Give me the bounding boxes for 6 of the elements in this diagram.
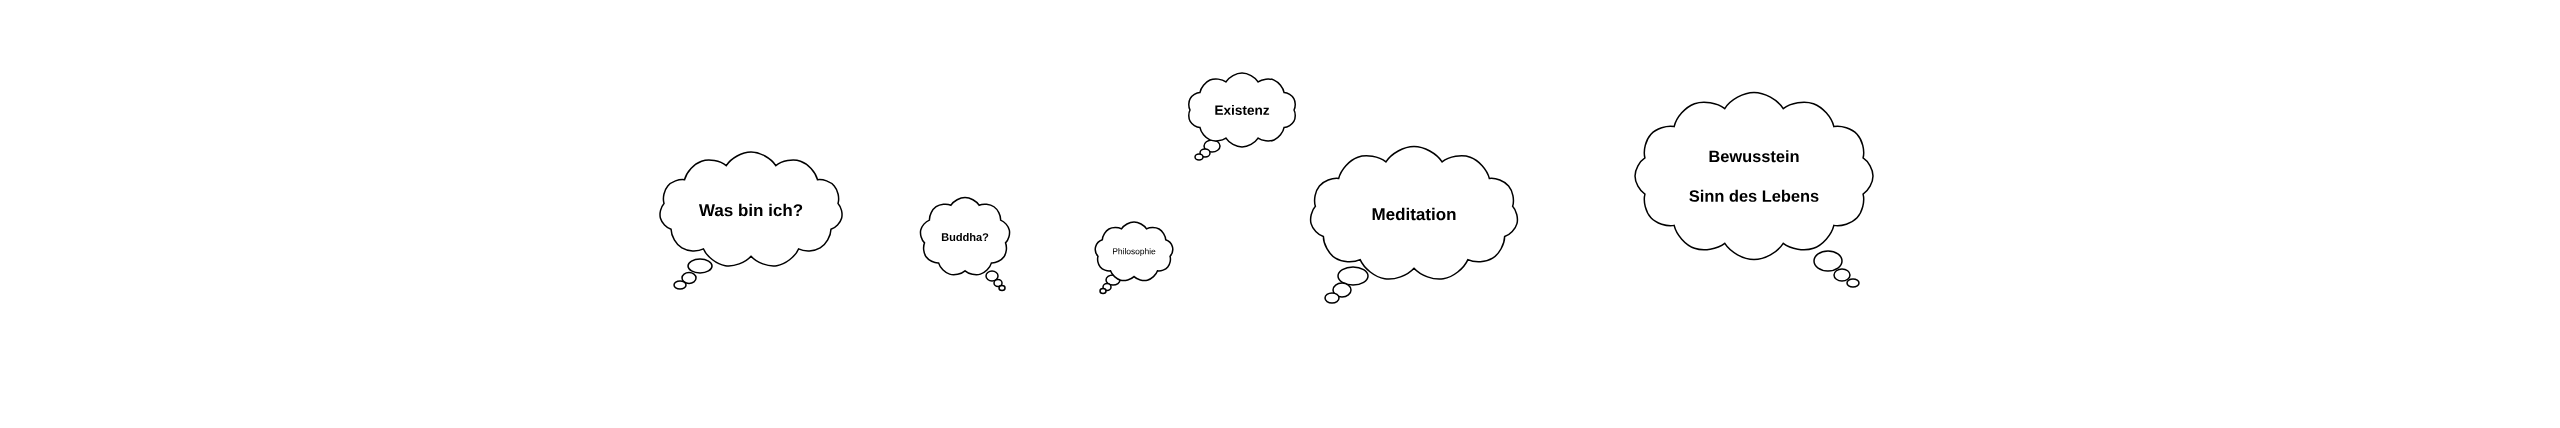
thought-bubble: Existenz: [1188, 72, 1296, 161]
thought-bubble: Meditation: [1309, 145, 1519, 304]
thought-bubble: Bewusstein Sinn des Lebens: [1634, 91, 1874, 288]
thought-bubble: Philosophie: [1094, 221, 1174, 295]
thought-bubble: Buddha?: [919, 196, 1011, 292]
thought-bubble: Was bin ich?: [659, 151, 843, 290]
